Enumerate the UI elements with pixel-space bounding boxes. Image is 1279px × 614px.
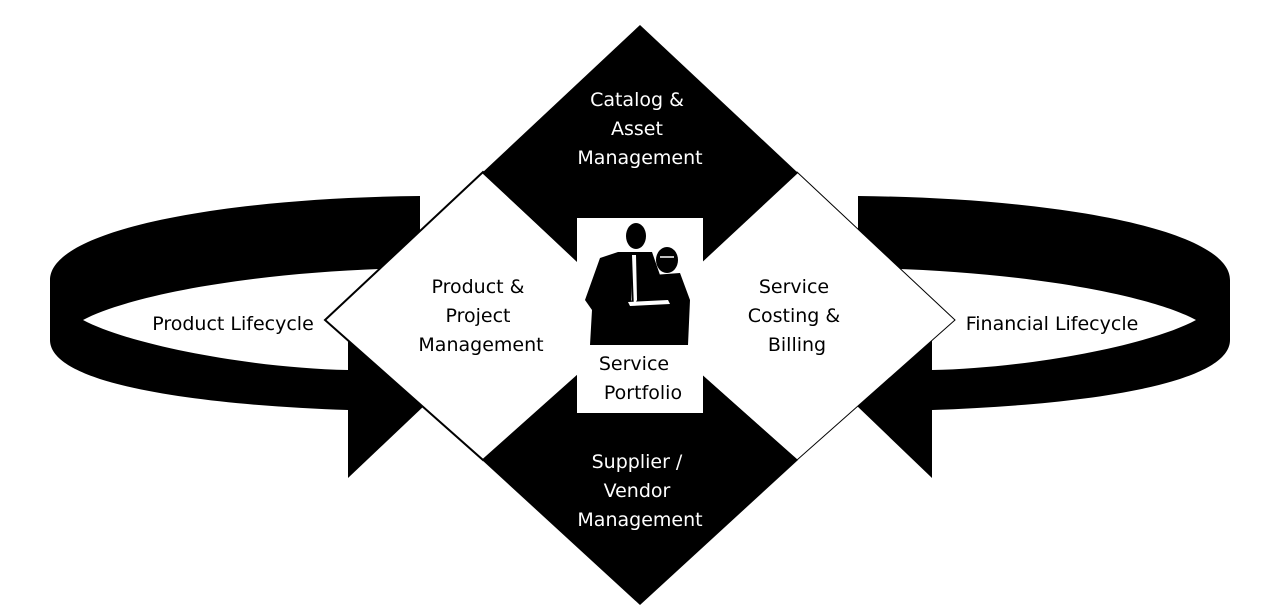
top-quadrant[interactable] <box>482 25 798 320</box>
bottom-quadrant-line-2: Vendor <box>604 480 671 502</box>
business-people-silhouette-icon <box>585 223 690 345</box>
right-arrow-head <box>856 335 932 478</box>
left-arrow-band <box>50 196 420 410</box>
right-quadrant-label: Service Costing & Billing <box>748 276 847 356</box>
financial-lifecycle-label: Financial Lifecycle <box>966 313 1139 335</box>
right-arrow-band <box>858 196 1230 410</box>
bottom-quadrant-line-1: Supplier / <box>592 451 683 473</box>
service-portfolio-label: Service Portfolio <box>599 353 682 404</box>
right-quadrant-line-2: Costing & <box>748 305 841 327</box>
top-quadrant-line-1: Catalog & <box>590 89 684 111</box>
bottom-quadrant-label: Supplier / Vendor Management <box>577 451 702 531</box>
top-quadrant-label: Catalog & Asset Management <box>577 89 702 169</box>
left-quadrant-label: Product & Project Management <box>418 276 543 356</box>
bottom-quadrant-line-3: Management <box>577 509 702 531</box>
right-quadrant-line-3: Billing <box>768 334 826 356</box>
center-line-2: Portfolio <box>604 382 682 404</box>
product-lifecycle-arrow <box>50 196 425 478</box>
left-arrow-head <box>348 335 425 478</box>
left-quadrant-line-3: Management <box>418 334 543 356</box>
bottom-quadrant[interactable] <box>482 320 798 605</box>
top-quadrant-line-3: Management <box>577 147 702 169</box>
product-lifecycle-label: Product Lifecycle <box>152 313 314 335</box>
service-portfolio-box[interactable] <box>577 218 703 413</box>
right-quadrant-line-1: Service <box>759 276 829 298</box>
top-quadrant-line-2: Asset <box>611 118 663 140</box>
left-quadrant-line-2: Project <box>445 305 510 327</box>
center-line-1: Service <box>599 353 669 375</box>
left-quadrant-line-1: Product & <box>431 276 524 298</box>
financial-lifecycle-arrow <box>856 196 1230 478</box>
